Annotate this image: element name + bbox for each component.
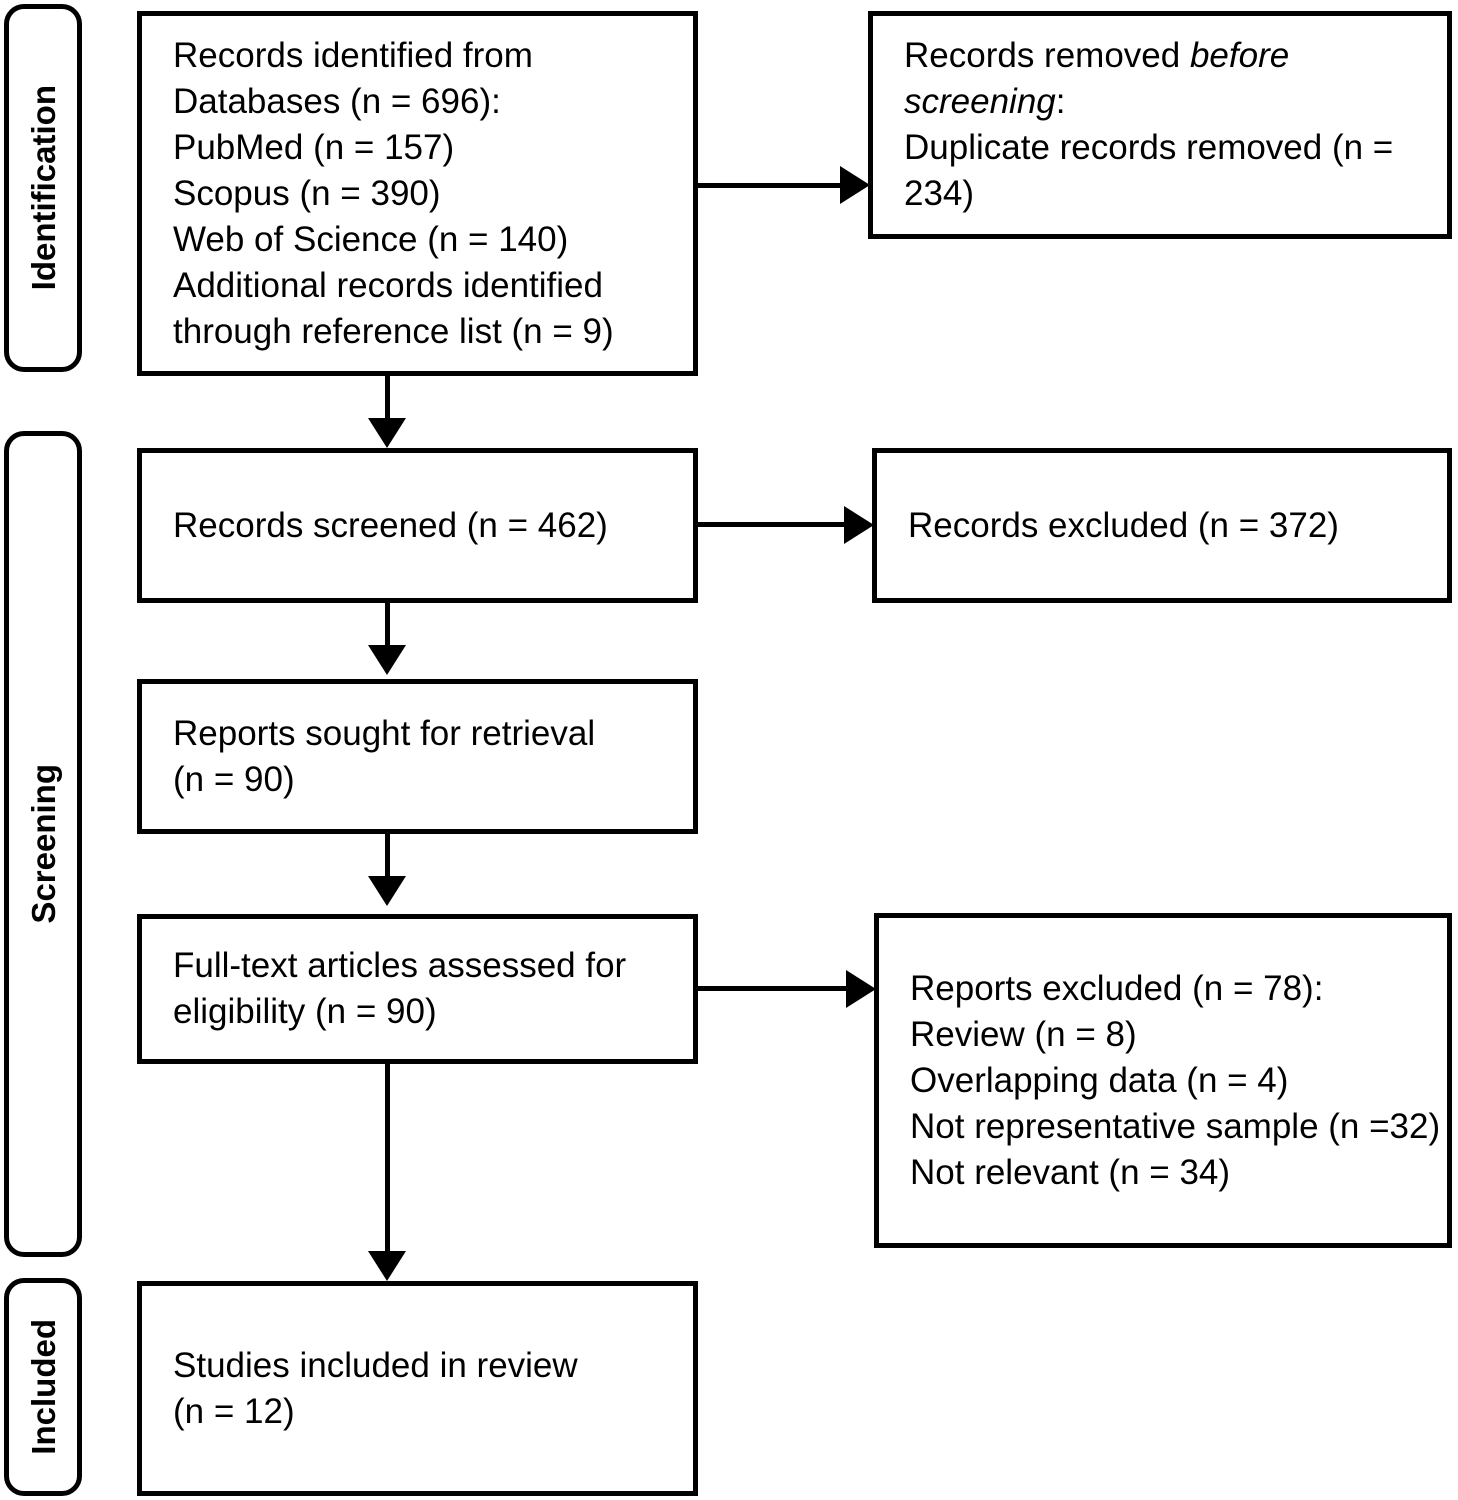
removed-line4: 234): [904, 174, 975, 213]
connector-assessed-to-reports-excluded: [698, 986, 850, 991]
box-reports-sought-text: Reports sought for retrieval (n = 90): [173, 713, 596, 799]
box-reports-excluded: Reports excluded (n = 78): Review (n = 8…: [874, 913, 1452, 1248]
box-records-screened-text: Records screened (n = 462): [173, 505, 608, 545]
box-records-excluded: Records excluded (n = 372): [872, 448, 1452, 603]
phase-label-screening: Screening: [24, 764, 62, 924]
box-records-removed-before-screening: Records removed before screening: Duplic…: [868, 11, 1452, 239]
removed-line3: Duplicate records removed (n =: [904, 128, 1394, 167]
connector-screened-to-excluded: [698, 522, 848, 527]
box-records-identified: Records identified from Databases (n = 6…: [137, 11, 698, 376]
connector-sought-to-assessed: [385, 834, 390, 881]
phase-sidebar-identification: Identification: [4, 4, 82, 372]
connector-identified-to-screened: [385, 376, 390, 427]
box-records-screened: Records screened (n = 462): [137, 448, 698, 603]
arrowhead-sought-to-assessed: [368, 876, 406, 906]
arrowhead-assessed-to-included: [368, 1251, 406, 1281]
box-full-text-assessed: Full-text articles assessed for eligibil…: [137, 914, 698, 1064]
box-records-removed-text: Records removed before screening: Duplic…: [873, 33, 1447, 217]
arrowhead-screened-to-sought: [368, 645, 406, 675]
connector-identified-to-removed: [698, 183, 844, 188]
arrowhead-identified-to-screened: [368, 418, 406, 448]
box-full-text-assessed-text: Full-text articles assessed for eligibil…: [173, 946, 627, 1031]
phase-sidebar-included: Included: [4, 1278, 82, 1496]
removed-line2-plain: :: [1055, 82, 1066, 121]
box-studies-included: Studies included in review (n = 12): [137, 1281, 698, 1496]
box-studies-included-text: Studies included in review (n = 12): [173, 1345, 578, 1431]
box-records-excluded-text: Records excluded (n = 372): [908, 505, 1339, 545]
removed-line1-italic: before: [1189, 36, 1290, 75]
phase-label-identification: Identification: [24, 85, 62, 291]
arrowhead-assessed-to-reports-excluded: [846, 970, 876, 1008]
phase-label-included: Included: [24, 1319, 62, 1455]
box-reports-sought: Reports sought for retrieval (n = 90): [137, 679, 698, 834]
arrowhead-identified-to-removed: [840, 166, 870, 204]
phase-sidebar-screening: Screening: [4, 431, 82, 1257]
arrowhead-screened-to-excluded: [844, 506, 874, 544]
connector-screened-to-sought: [385, 603, 390, 650]
removed-line1-plain: Records removed: [904, 36, 1190, 75]
connector-assessed-to-included: [385, 1064, 390, 1258]
box-reports-excluded-text: Reports excluded (n = 78): Review (n = 8…: [910, 968, 1441, 1192]
removed-line2-italic: screening: [904, 82, 1056, 121]
box-records-identified-text: Records identified from Databases (n = 6…: [173, 35, 614, 351]
